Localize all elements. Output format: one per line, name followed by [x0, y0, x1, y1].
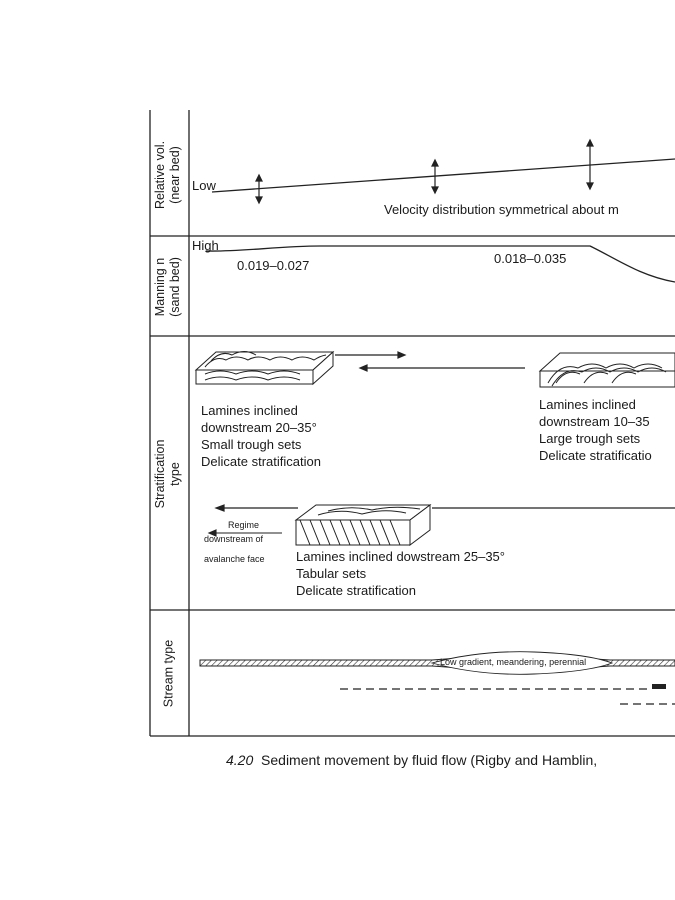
ripple-block-1 — [196, 352, 333, 385]
manning-range-1: 0.019–0.027 — [237, 257, 309, 274]
stratification-header-line-2: type — [168, 424, 183, 524]
regime-line-2: downstream of — [204, 534, 265, 545]
block-2-line-2: downstream 10–35 — [539, 413, 652, 430]
stratification-block-1-text: Lamines inclined downstream 20–35° Small… — [201, 402, 321, 470]
caption-number: 4.20 — [226, 752, 253, 768]
row-header-manning: Manning n (sand bed) — [153, 237, 187, 337]
stratification-block-3-text: Lamines inclined dowstream 25–35° Tabula… — [296, 548, 505, 599]
block-3-line-3: Delicate stratification — [296, 582, 505, 599]
caption-text: Sediment movement by fluid flow (Rigby a… — [261, 752, 597, 768]
block-2-line-4: Delicate stratificatio — [539, 447, 652, 464]
block-2-line-1: Lamines inclined — [539, 396, 652, 413]
arrow-right-1 — [335, 352, 405, 358]
block-1-line-1: Lamines inclined — [201, 402, 321, 419]
manning-header-line-2: (sand bed) — [168, 237, 183, 337]
regime-text: Regime downstream of avalanche face — [204, 520, 265, 565]
manning-header-line-1: Manning n — [153, 237, 168, 337]
figure-caption: 4.20 Sediment movement by fluid flow (Ri… — [226, 752, 597, 768]
block-3-line-2: Tabular sets — [296, 565, 505, 582]
row-header-stratification: Stratification type — [153, 424, 187, 524]
block-1-line-4: Delicate stratification — [201, 453, 321, 470]
stream-header-line: Stream type — [162, 624, 177, 724]
row-header-stream: Stream type — [162, 624, 179, 724]
block-1-line-2: downstream 20–35° — [201, 419, 321, 436]
stratification-block-2-text: Lamines inclined downstream 10–35 Large … — [539, 396, 652, 464]
manning-high-label: High — [192, 237, 219, 254]
block-3-line-1: Lamines inclined dowstream 25–35° — [296, 548, 505, 565]
trough-block-2 — [540, 353, 675, 387]
stream-dash-marker — [652, 684, 666, 689]
row-header-velocity: Relative vol. (near bed) — [153, 116, 187, 234]
stratification-header-line-1: Stratification — [153, 424, 168, 524]
arrow-left-long — [216, 505, 675, 511]
block-1-line-3: Small trough sets — [201, 436, 321, 453]
regime-line-1: Regime — [204, 520, 265, 531]
velocity-header-line-2: (near bed) — [168, 116, 183, 234]
velocity-curve — [212, 159, 675, 192]
tabular-block-3 — [296, 505, 430, 545]
regime-line-3: avalanche face — [204, 554, 265, 565]
velocity-low-label: Low — [192, 177, 216, 194]
block-2-line-3: Large trough sets — [539, 430, 652, 447]
velocity-note: Velocity distribution symmetrical about … — [384, 201, 619, 218]
manning-range-2: 0.018–0.035 — [494, 250, 566, 267]
velocity-header-line-1: Relative vol. — [153, 116, 168, 234]
stream-label: Low gradient, meandering, perennial — [440, 657, 586, 668]
arrow-left-1 — [360, 365, 525, 371]
